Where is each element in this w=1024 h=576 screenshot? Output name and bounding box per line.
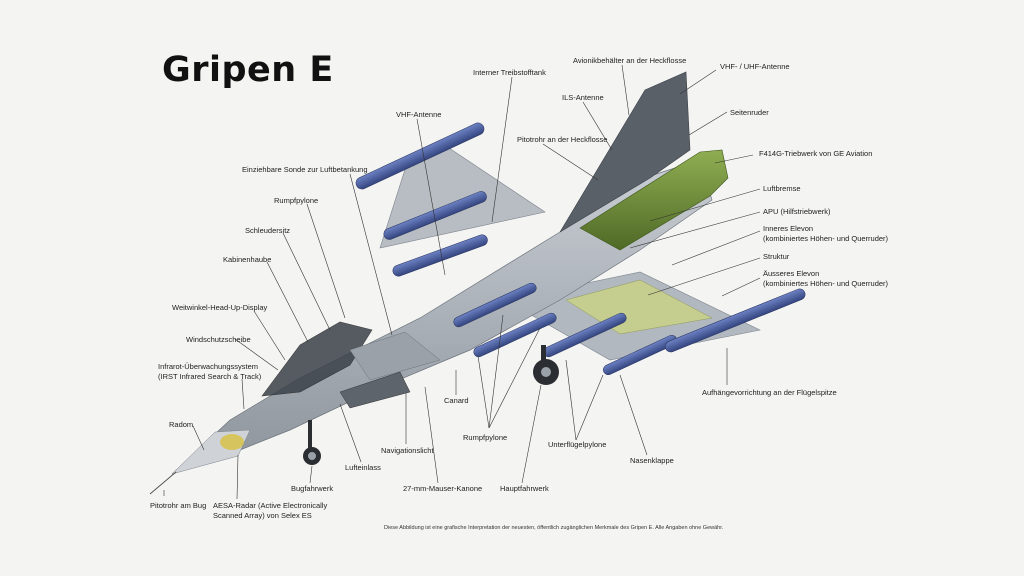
nose-pitot-shape: [149, 471, 177, 495]
label-aesa-line1: AESA-Radar (Active Electronically: [213, 501, 328, 510]
canopy-shape: [261, 321, 373, 397]
label-interner-treibstofftank: Interner Treibstofftank: [473, 68, 546, 77]
label-hauptfahrwerk: Hauptfahrwerk: [500, 484, 549, 493]
label-ils-antenne: ILS-Antenne: [562, 93, 604, 102]
leader-lines: [163, 64, 761, 500]
label-aeusseres-elevon: Äusseres Elevon (kombiniertes Höhen- und…: [763, 269, 888, 288]
diagram-title: Gripen E: [162, 50, 334, 90]
label-hud: Weitwinkel-Head-Up-Display: [172, 303, 268, 312]
label-seitenruder: Seitenruder: [730, 108, 769, 117]
label-bugfahrwerk: Bugfahrwerk: [291, 484, 334, 493]
label-lufteinlass: Lufteinlass: [345, 463, 381, 472]
label-aeusseres-elevon-line1: Äusseres Elevon: [763, 269, 820, 278]
label-aeusseres-elevon-line2: (kombiniertes Höhen- und Querruder): [763, 278, 889, 288]
label-inneres-elevon-line1: Inneres Elevon: [763, 224, 814, 233]
pylons: [355, 122, 806, 376]
label-triebwerk: F414G-Triebwerk von GE Aviation: [759, 149, 873, 158]
label-kanone: 27-mm-Mauser-Kanone: [403, 484, 483, 493]
label-struktur: Struktur: [763, 252, 790, 261]
label-schleudersitz: Schleudersitz: [245, 226, 291, 235]
label-inneres-elevon: Inneres Elevon (kombiniertes Höhen- und …: [763, 224, 888, 243]
label-pitotrohr-heckflosse: Pitotrohr an der Heckflosse: [517, 135, 608, 144]
label-aesa-line2: Scanned Array) von Selex ES: [213, 510, 312, 520]
label-aesa: AESA-Radar (Active Electronically Scanne…: [213, 501, 327, 520]
landing-gear: [303, 345, 559, 465]
label-canard: Canard: [444, 396, 469, 405]
label-apu: APU (Hilfstriebwerk): [763, 207, 831, 216]
label-einziehbare-sonde: Einziehbare Sonde zur Luftbetankung: [242, 165, 368, 174]
label-radom: Radom: [169, 420, 194, 429]
vertical-tail: [559, 71, 691, 233]
label-rumpfpylone-top: Rumpfpylone: [274, 196, 319, 205]
label-aufhaengevorrichtung: Aufhängevorrichtung an der Flügelspitze: [702, 388, 837, 397]
label-unterfluegelpylone: Unterflügelpylone: [548, 440, 607, 449]
label-irst-line2: (IRST Infrared Search & Track): [158, 371, 262, 381]
label-vhf-uhf-antenne: VHF- / UHF-Antenne: [720, 62, 790, 71]
label-kabinenhaube: Kabinenhaube: [223, 255, 272, 264]
label-inneres-elevon-line2: (kombiniertes Höhen- und Querruder): [763, 233, 889, 243]
canard-shape: [349, 331, 441, 381]
label-pitotrohr-bug: Pitotrohr am Bug: [150, 501, 207, 510]
engine-shape: [579, 149, 729, 251]
label-rumpfpylone-bottom: Rumpfpylone: [463, 433, 508, 442]
label-irst-line1: Infrarot-Überwachungssystem: [158, 362, 259, 371]
air-intake-shape: [339, 371, 411, 409]
label-vhf-antenne: VHF-Antenne: [396, 110, 442, 119]
label-windschutzscheibe: Windschutzscheibe: [186, 335, 251, 344]
footnote: Diese Abbildung ist eine grafische Inter…: [384, 525, 724, 531]
label-irst: Infrarot-Überwachungssystem (IRST Infrar…: [158, 362, 261, 381]
label-avionikbehaelter: Avionikbehälter an der Heckflosse: [573, 56, 687, 65]
aesa-radar-shape: [220, 434, 244, 450]
label-nasenklappe: Nasenklappe: [630, 456, 674, 465]
label-navigationslicht: Navigationslicht: [381, 446, 434, 455]
label-luftbremse: Luftbremse: [763, 184, 801, 193]
